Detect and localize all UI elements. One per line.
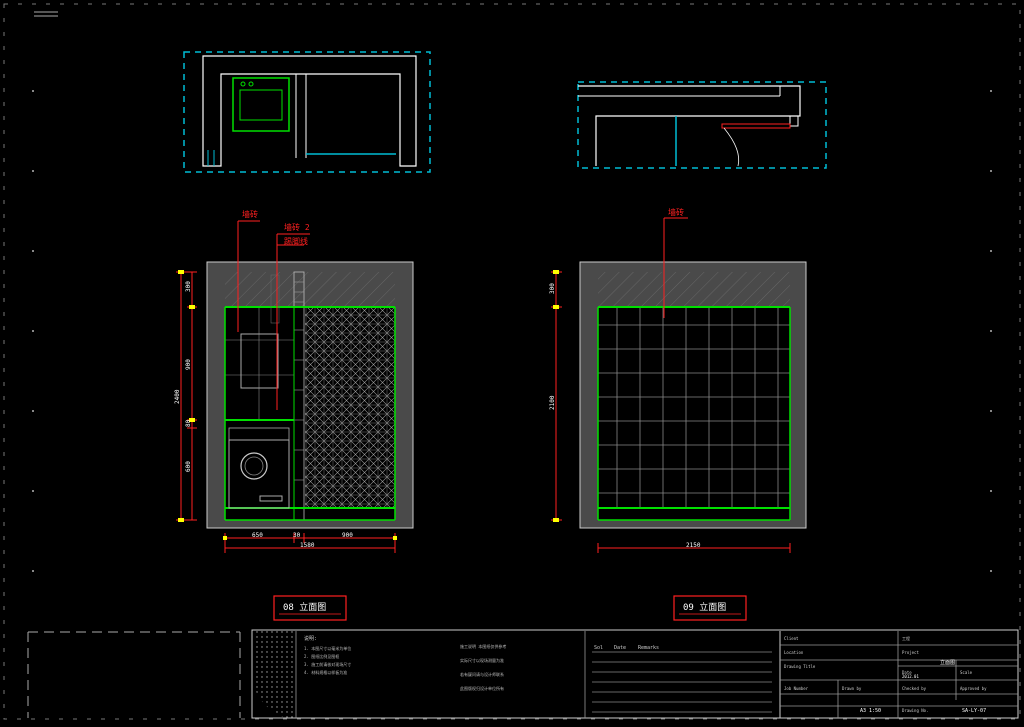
leader-label: 墙砖 2: [284, 222, 310, 232]
title-block: [27, 629, 1019, 719]
tb-label: Drawing No.: [902, 708, 929, 713]
tb-label: Client: [784, 636, 799, 641]
leader-label: 踢脚线: [284, 236, 308, 246]
dim-label: 1580: [300, 542, 315, 549]
tb-label: Scale: [960, 670, 973, 675]
sheet-border: [3, 3, 1021, 720]
tb-label: Checked by: [902, 686, 927, 691]
tb-label: 工程: [902, 635, 910, 641]
dim-label: 600: [185, 461, 192, 472]
dim-label: 300: [185, 281, 192, 292]
elevation-title-08: 08 立面图: [283, 601, 326, 613]
drawing-number: SA-LY-07: [962, 708, 986, 714]
title-box-09: [673, 595, 747, 621]
revision-header: Date: [614, 645, 626, 651]
dim-label: 2400: [174, 389, 181, 404]
tb-value: A3 1:50: [860, 708, 881, 714]
tb-label: Location: [784, 650, 804, 655]
leader-label: 墙砖: [242, 209, 258, 219]
dim-label: 300: [549, 283, 556, 294]
note-line: 2. 图纸比例见图框: [304, 653, 339, 659]
tb-label: Project: [902, 650, 919, 655]
tb-label: Approved by: [960, 686, 987, 691]
revision-header: Sol: [594, 645, 603, 651]
dim-label: 80: [185, 419, 192, 427]
plan-view-08: [183, 51, 431, 173]
mid-note-line: 施工说明 本图纸仅供参考: [460, 643, 506, 649]
tb-label: Drawn by: [842, 686, 862, 691]
plan-view-09: [577, 81, 827, 169]
leader-lines-09: [663, 217, 688, 318]
leader-label: 墙砖: [668, 207, 684, 217]
dim-label: 2150: [686, 542, 701, 549]
dim-label: 2100: [549, 395, 556, 410]
tb-label: Date: [902, 670, 912, 675]
tb-label: Job Number: [784, 686, 809, 691]
mid-note-line: 实际尺寸以现场测量为准: [460, 657, 504, 663]
elevation-08: [206, 261, 414, 529]
title-box-08: [273, 595, 347, 621]
mid-note-line: 此图版权归设计单位所有: [460, 685, 504, 691]
dim-label: 650: [252, 532, 263, 539]
tb-value: 2012.01: [902, 674, 919, 679]
tb-label: Drawing Title: [784, 664, 816, 669]
note-line: 4. 材料规格以样板为准: [304, 669, 347, 675]
note-line: 3. 施工前请核对现场尺寸: [304, 661, 351, 667]
dim-label: 900: [342, 532, 353, 539]
grid-marks: [32, 90, 992, 572]
elevation-title-09: 09 立面图: [683, 601, 726, 613]
notes-heading: 说明:: [304, 635, 317, 642]
leader-lines-08: [237, 220, 310, 410]
mid-note-line: 若有疑问请与设计师联系: [460, 671, 504, 677]
dim-label: 30: [293, 532, 301, 539]
revision-header: Remarks: [638, 645, 659, 651]
note-line: 1. 本图尺寸以毫米为单位: [304, 645, 351, 651]
menu-icon[interactable]: [34, 11, 58, 17]
dim-label: 900: [185, 359, 192, 370]
elevation-09: [579, 261, 807, 529]
drawing-title: 立面图: [940, 659, 955, 666]
